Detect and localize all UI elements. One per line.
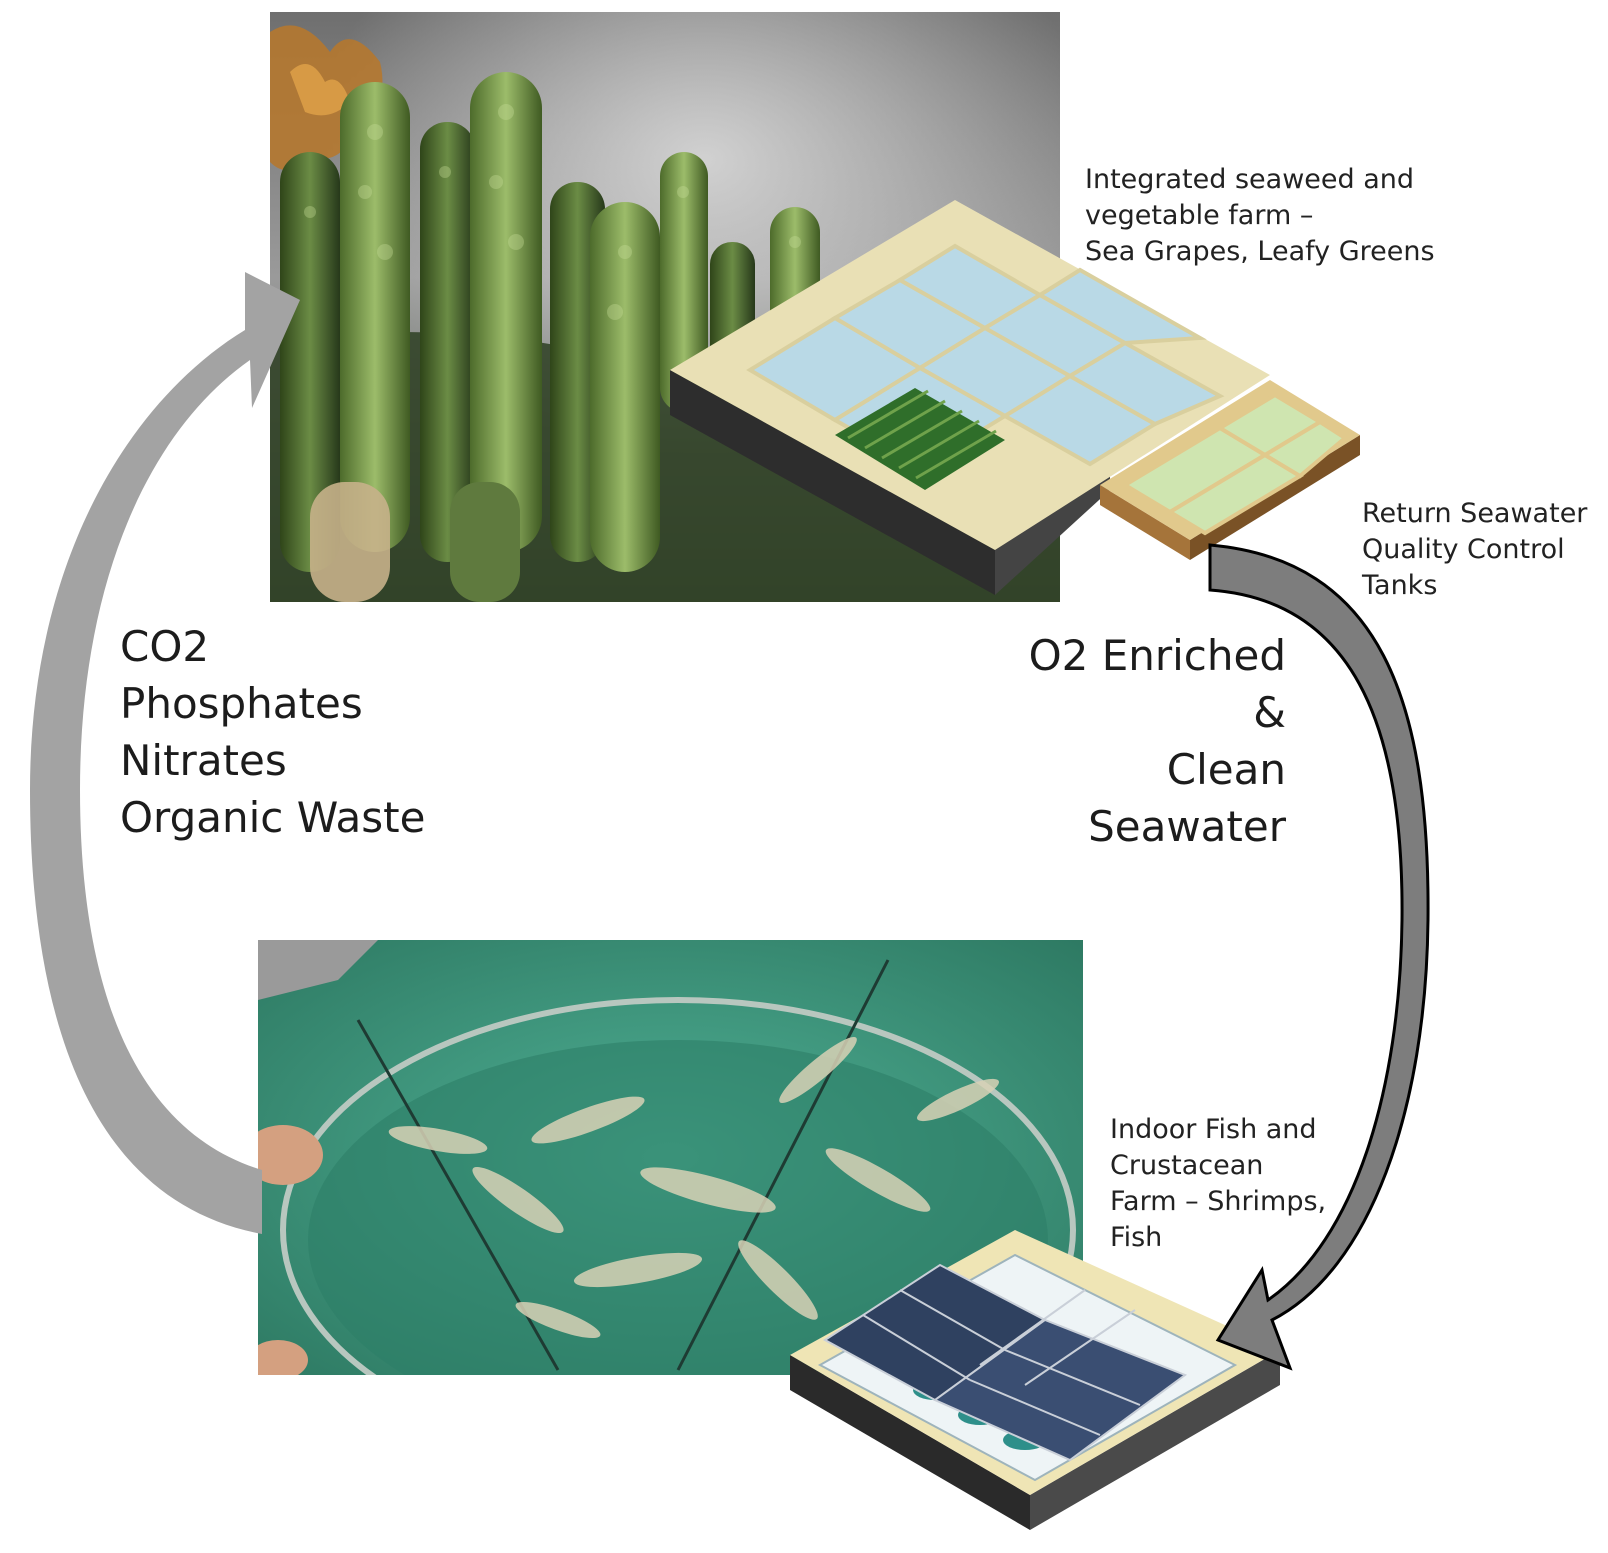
waste-flow-item: Organic Waste — [120, 793, 426, 842]
return-tanks-label-line: Return Seawater — [1362, 498, 1588, 529]
clean-flow-item: O2 Enriched — [1028, 631, 1286, 680]
seaweed-farm-label-line: Sea Grapes, Leafy Greens — [1085, 236, 1435, 267]
clean-flow-arrow — [1208, 543, 1430, 1371]
clean-flow-item: Seawater — [1088, 802, 1286, 851]
waste-flow-item: CO2 — [120, 622, 210, 671]
seaweed-farm-label-line: vegetable farm – — [1085, 200, 1314, 231]
seaweed-farm-label: Integrated seaweed and vegetable farm – … — [1085, 162, 1435, 270]
clean-flow-label: O2 Enriched & Clean Seawater — [1029, 627, 1286, 855]
return-tanks-label-line: Quality Control — [1362, 534, 1565, 565]
fish-farm-building-model — [790, 1230, 1280, 1530]
seaweed-farm-model — [670, 200, 1360, 595]
fish-farm-label-line: Fish — [1110, 1222, 1163, 1253]
seaweed-farm-label-line: Integrated seaweed and — [1085, 164, 1415, 195]
fish-farm-label-line: Farm – Shrimps, — [1110, 1186, 1327, 1217]
fish-farm-label-line: Indoor Fish and — [1110, 1114, 1317, 1145]
waste-flow-label: CO2 Phosphates Nitrates Organic Waste — [120, 618, 425, 846]
waste-flow-arrow — [30, 272, 300, 1234]
waste-flow-item: Nitrates — [120, 736, 287, 785]
fish-farm-label-line: Crustacean — [1110, 1150, 1264, 1181]
clean-flow-item: Clean — [1166, 745, 1286, 794]
fish-farm-label: Indoor Fish and Crustacean Farm – Shrimp… — [1110, 1112, 1326, 1256]
return-tanks-label-line: Tanks — [1362, 570, 1438, 601]
return-tanks-label: Return Seawater Quality Control Tanks — [1362, 496, 1587, 604]
clean-flow-item: & — [1253, 688, 1286, 737]
shrimp-net-photo — [258, 940, 1083, 1375]
waste-flow-item: Phosphates — [120, 679, 363, 728]
